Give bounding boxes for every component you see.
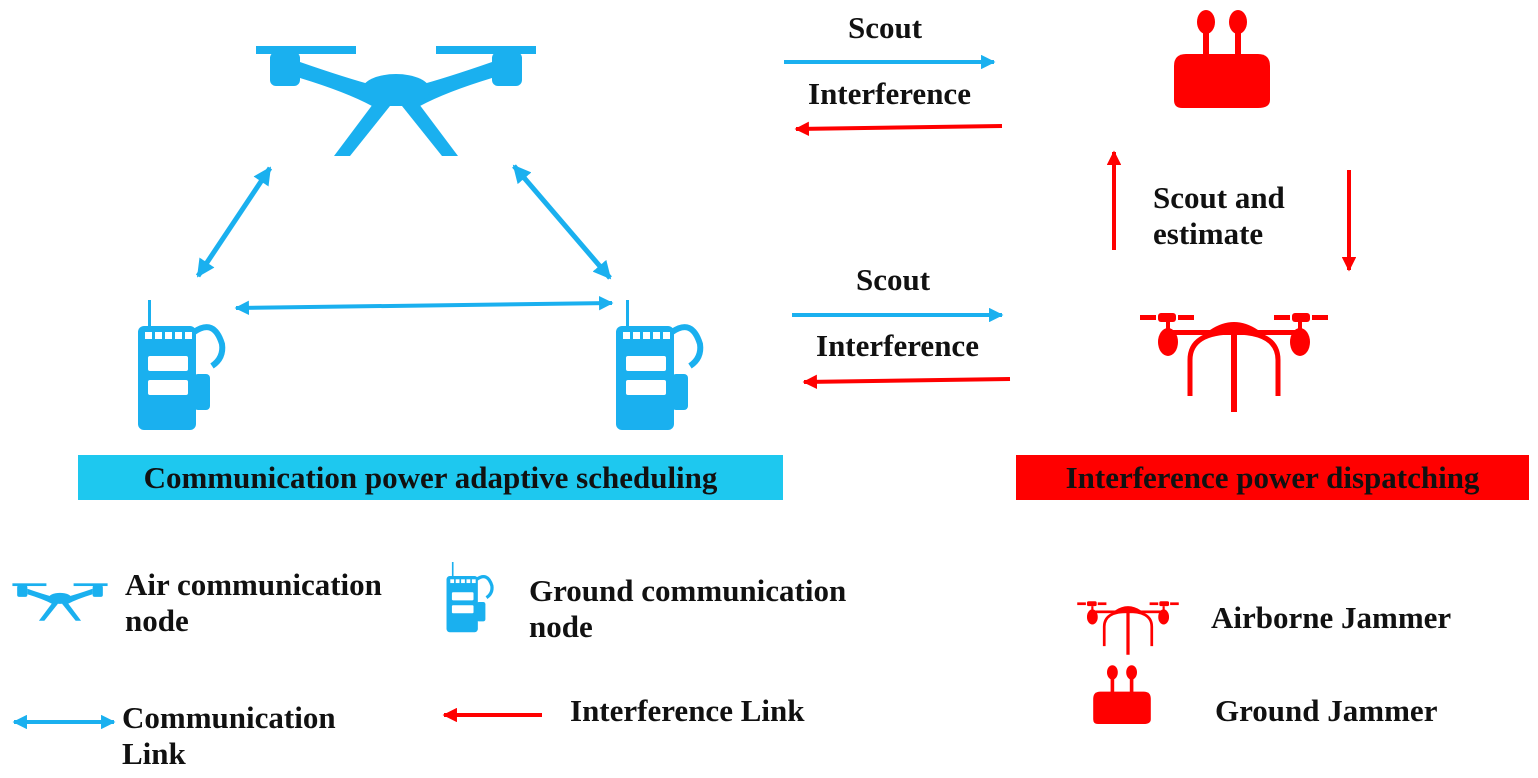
legend-ground-jammer-label: Ground Jammer	[1215, 693, 1438, 728]
legend-ground-node-label: node	[529, 609, 593, 644]
legend-comm-link-label: Communication	[122, 700, 336, 735]
interference-arrow	[794, 121, 1003, 137]
legend-air-node-label: Air communication	[125, 567, 382, 602]
drone-icon	[12, 583, 108, 621]
interference-label: Interference	[816, 328, 979, 363]
ground-jammer-icon	[1093, 665, 1151, 724]
scout-label: Scout	[848, 10, 923, 45]
interference-label: Interference	[808, 76, 971, 111]
radio-icon	[616, 300, 700, 430]
communication-banner: Communication power adaptive scheduling	[78, 455, 783, 500]
scout-estimate-label: Scout and	[1153, 180, 1285, 215]
legend-ground-node-label: Ground communication	[529, 573, 847, 608]
interference-arrow	[802, 374, 1011, 390]
legend-interference-link-label: Interference Link	[570, 693, 805, 728]
communication-link	[234, 295, 614, 316]
communication-link	[512, 164, 612, 280]
interference-banner: Interference power dispatching	[1016, 455, 1529, 500]
scout-estimate-label: estimate	[1153, 216, 1264, 251]
drone-icon	[256, 46, 536, 156]
legend-airborne-jammer-label: Airborne Jammer	[1211, 600, 1452, 635]
jammer-drone-icon	[1075, 599, 1181, 657]
jammer-drone-icon	[1140, 313, 1328, 412]
legend-comm-link-label: Link	[122, 736, 186, 771]
scout-label: Scout	[856, 262, 931, 297]
legend-air-node-label: node	[125, 603, 189, 638]
communication-link	[195, 166, 273, 278]
radio-icon	[444, 560, 494, 634]
ground-jammer-icon	[1174, 10, 1270, 108]
radio-icon	[138, 300, 222, 430]
